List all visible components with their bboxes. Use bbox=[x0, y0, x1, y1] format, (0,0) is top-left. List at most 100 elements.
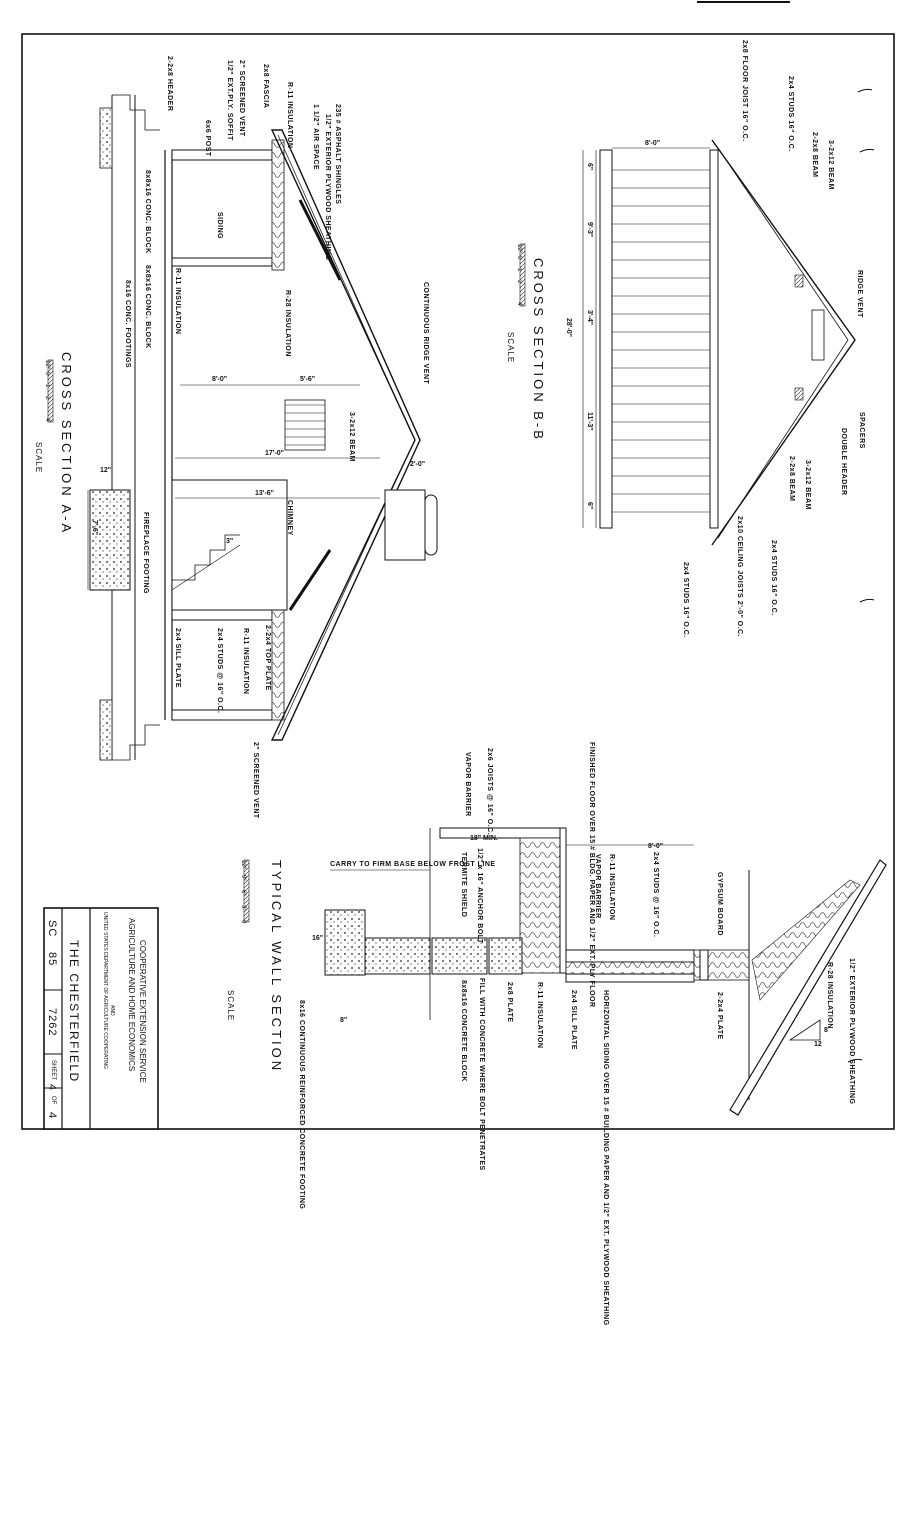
ws-gypsum bbox=[565, 949, 695, 963]
bb-scale-tick-1: 0 bbox=[516, 256, 522, 260]
aa-dim-2: 5'-6" bbox=[300, 376, 315, 383]
aa-label-studs: 2x4 STUDS @ 16" O.C. bbox=[216, 628, 223, 714]
ws-label-block: 8x8x16 CONCRETE BLOCK bbox=[460, 980, 467, 1082]
bb-label-spacers: SPACERS bbox=[858, 412, 865, 449]
bb-title: CROSS SECTION B-B bbox=[531, 258, 546, 442]
ws-label-gypsum: GYPSUM BOARD bbox=[716, 872, 723, 936]
ws-pitch-8: 8 bbox=[824, 1027, 828, 1034]
tb-sheet-num: 4 bbox=[46, 1084, 58, 1091]
bb-dim-b: 9'-3" bbox=[586, 222, 593, 237]
tb-plan-number: 7262 bbox=[46, 1008, 58, 1036]
aa-label-r11c: R-11 INSULATION bbox=[242, 628, 249, 695]
aa-label-beam: 3-2x12 BEAM bbox=[348, 412, 355, 462]
bb-label-beam3: 3-2x12 BEAM bbox=[827, 140, 834, 190]
bb-roof-inner bbox=[717, 147, 849, 539]
tb-and: AND bbox=[109, 1005, 115, 1016]
tb-year: 85 bbox=[46, 952, 58, 966]
ws-scale-tick-2: 6" bbox=[240, 890, 246, 895]
aa-label-r28: R-28 INSULATION bbox=[284, 290, 291, 357]
bb-label-studs: 2x4 STUDS 16" O.C. bbox=[787, 76, 794, 152]
ws-footing bbox=[324, 909, 366, 976]
aa-label-vent: 2" SCREENED VENT bbox=[238, 60, 245, 137]
aa-step-right bbox=[112, 724, 160, 761]
aa-stair-1 bbox=[284, 399, 326, 451]
aa-label-fireplace: FIREPLACE FOOTING bbox=[142, 512, 149, 594]
aa-step-left bbox=[112, 94, 160, 131]
bb-dim-d: 11'-3" bbox=[586, 412, 593, 431]
aa-chimney-cap bbox=[384, 489, 426, 561]
tb-sheet-label: SHEET bbox=[50, 1060, 56, 1080]
aa-roof-rafter-top bbox=[277, 134, 411, 431]
bb-header bbox=[811, 309, 825, 361]
aa-label-r11: R-11 INSULATION bbox=[286, 82, 293, 149]
aa-scale-tick-2: 1 bbox=[44, 384, 50, 388]
ws-label-r28: R-28 INSULATION bbox=[826, 962, 833, 1029]
bb-label-joist: 2x8 FLOOR JOIST 16" O.C. bbox=[741, 40, 748, 142]
bb-studs bbox=[612, 169, 710, 513]
ws-siding bbox=[565, 973, 695, 983]
ws-title: TYPICAL WALL SECTION bbox=[269, 860, 284, 1073]
aa-label-shingles: 235 # ASPHALT SHINGLES bbox=[334, 104, 341, 204]
ws-dim-8: 8" bbox=[340, 1017, 347, 1024]
cross-section-aa: 2-2x8 HEADER 6x6 POST 1/2" EXT.PLY. SOFF… bbox=[34, 56, 438, 819]
ws-dim-16: 16" bbox=[312, 935, 323, 942]
aa-label-block: 8x8x16 CONC. BLOCK bbox=[144, 170, 151, 254]
aa-label-siding: SIDING bbox=[216, 212, 223, 239]
bb-roof bbox=[711, 139, 856, 546]
aa-scale-tick-3: 2 bbox=[44, 396, 50, 400]
ws-labels: 2x6 JOISTS @ 16" O.C. VAPOR BARRIER FINI… bbox=[298, 742, 855, 1326]
typical-wall-section: 2x6 JOISTS @ 16" O.C. VAPOR BARRIER FINI… bbox=[226, 742, 887, 1326]
ws-dim-8ft: 8'-0" bbox=[648, 843, 663, 850]
ws-scale-tick-3: 3" bbox=[240, 905, 246, 910]
aa-label-airspace: 1 1/2" AIR SPACE bbox=[312, 104, 319, 170]
title-block-frame bbox=[43, 907, 159, 1130]
bb-break-mark-3 bbox=[859, 598, 875, 603]
bb-scale-tick-2: 1 bbox=[516, 268, 522, 272]
ws-label-siding: HORIZONTAL SIDING OVER 15 # BUILDING PAP… bbox=[602, 990, 609, 1326]
ws-label-r11: R-11 INSULATION bbox=[608, 854, 615, 921]
bb-floor bbox=[599, 149, 613, 529]
ws-label-carry: CARRY TO FIRM BASE BELOW FROST LINE bbox=[330, 861, 496, 868]
aa-right-ceiling-insulation bbox=[271, 609, 285, 721]
bb-label-dheader: DOUBLE HEADER bbox=[840, 428, 847, 496]
aa-dim-8: 3" bbox=[226, 538, 233, 545]
ws-scale-tick-0: 12" bbox=[240, 860, 246, 869]
aa-label-footings: 8x16 CONC. FOOTINGS bbox=[124, 280, 131, 368]
bb-label-beam2x8b: 2-2x8 BEAM bbox=[788, 456, 795, 501]
aa-roof-outline bbox=[270, 129, 421, 741]
title-block: COOPERATIVE EXTENSION SERVICE AGRICULTUR… bbox=[43, 907, 159, 1130]
bb-dim-top: 8'-0" bbox=[645, 140, 660, 147]
ws-label-r11b: R-11 INSULATION bbox=[536, 982, 543, 1049]
tb-sheet-of: OF bbox=[50, 1096, 56, 1105]
ws-scale-tick-1: 9" bbox=[240, 875, 246, 880]
ws-wall-insulation bbox=[565, 961, 695, 975]
ws-roof bbox=[729, 859, 887, 1116]
tb-plan-name: THE CHESTERFIELD bbox=[67, 940, 81, 1083]
aa-label-sheathing: 1/2" EXTERIOR PLYWOOD SHEATHING bbox=[324, 114, 331, 260]
ws-scale-tick-4: 0 bbox=[240, 920, 246, 924]
ws-break-mark bbox=[847, 1058, 863, 1063]
bb-label-studs2: 2x4 STUDS 16" O.C. bbox=[770, 540, 777, 616]
aa-dim-3: 17'-0" bbox=[265, 450, 284, 457]
bb-scale-tick-0: 12" bbox=[516, 244, 522, 253]
aa-dim-6: 7'-6" bbox=[91, 520, 98, 535]
bb-dim-e: 6" bbox=[586, 502, 593, 509]
aa-dim-7: 12" bbox=[100, 467, 111, 474]
aa-label-post: 6x6 POST bbox=[204, 120, 211, 157]
ws-label-plate2x8: 2x8 PLATE bbox=[506, 982, 513, 1023]
ws-label-min: 18" MIN. bbox=[470, 835, 498, 842]
aa-label-fascia: 2x8 FASCIA bbox=[262, 64, 269, 108]
ws-roof-insulation bbox=[751, 879, 861, 1001]
bb-label-ceiling: 2x10 CEILING JOISTS 2'-0" O.C. bbox=[736, 516, 743, 637]
bb-label-beam2x8: 2-2x8 BEAM bbox=[811, 132, 818, 177]
aa-fireplace bbox=[171, 479, 288, 611]
ws-label-sill: 2x4 SILL PLATE bbox=[570, 990, 577, 1050]
ws-subfloor bbox=[559, 827, 567, 974]
tb-sheet-total: 4 bbox=[46, 1112, 58, 1119]
aa-insul-band-1 bbox=[298, 199, 342, 281]
aa-label-header: 2-2x8 HEADER bbox=[166, 56, 173, 111]
aa-scale-tick-4: 4' bbox=[44, 418, 50, 422]
ws-joist bbox=[439, 827, 561, 839]
aa-label-ridge: CONTINUOUS RIDGE VENT bbox=[422, 282, 429, 385]
